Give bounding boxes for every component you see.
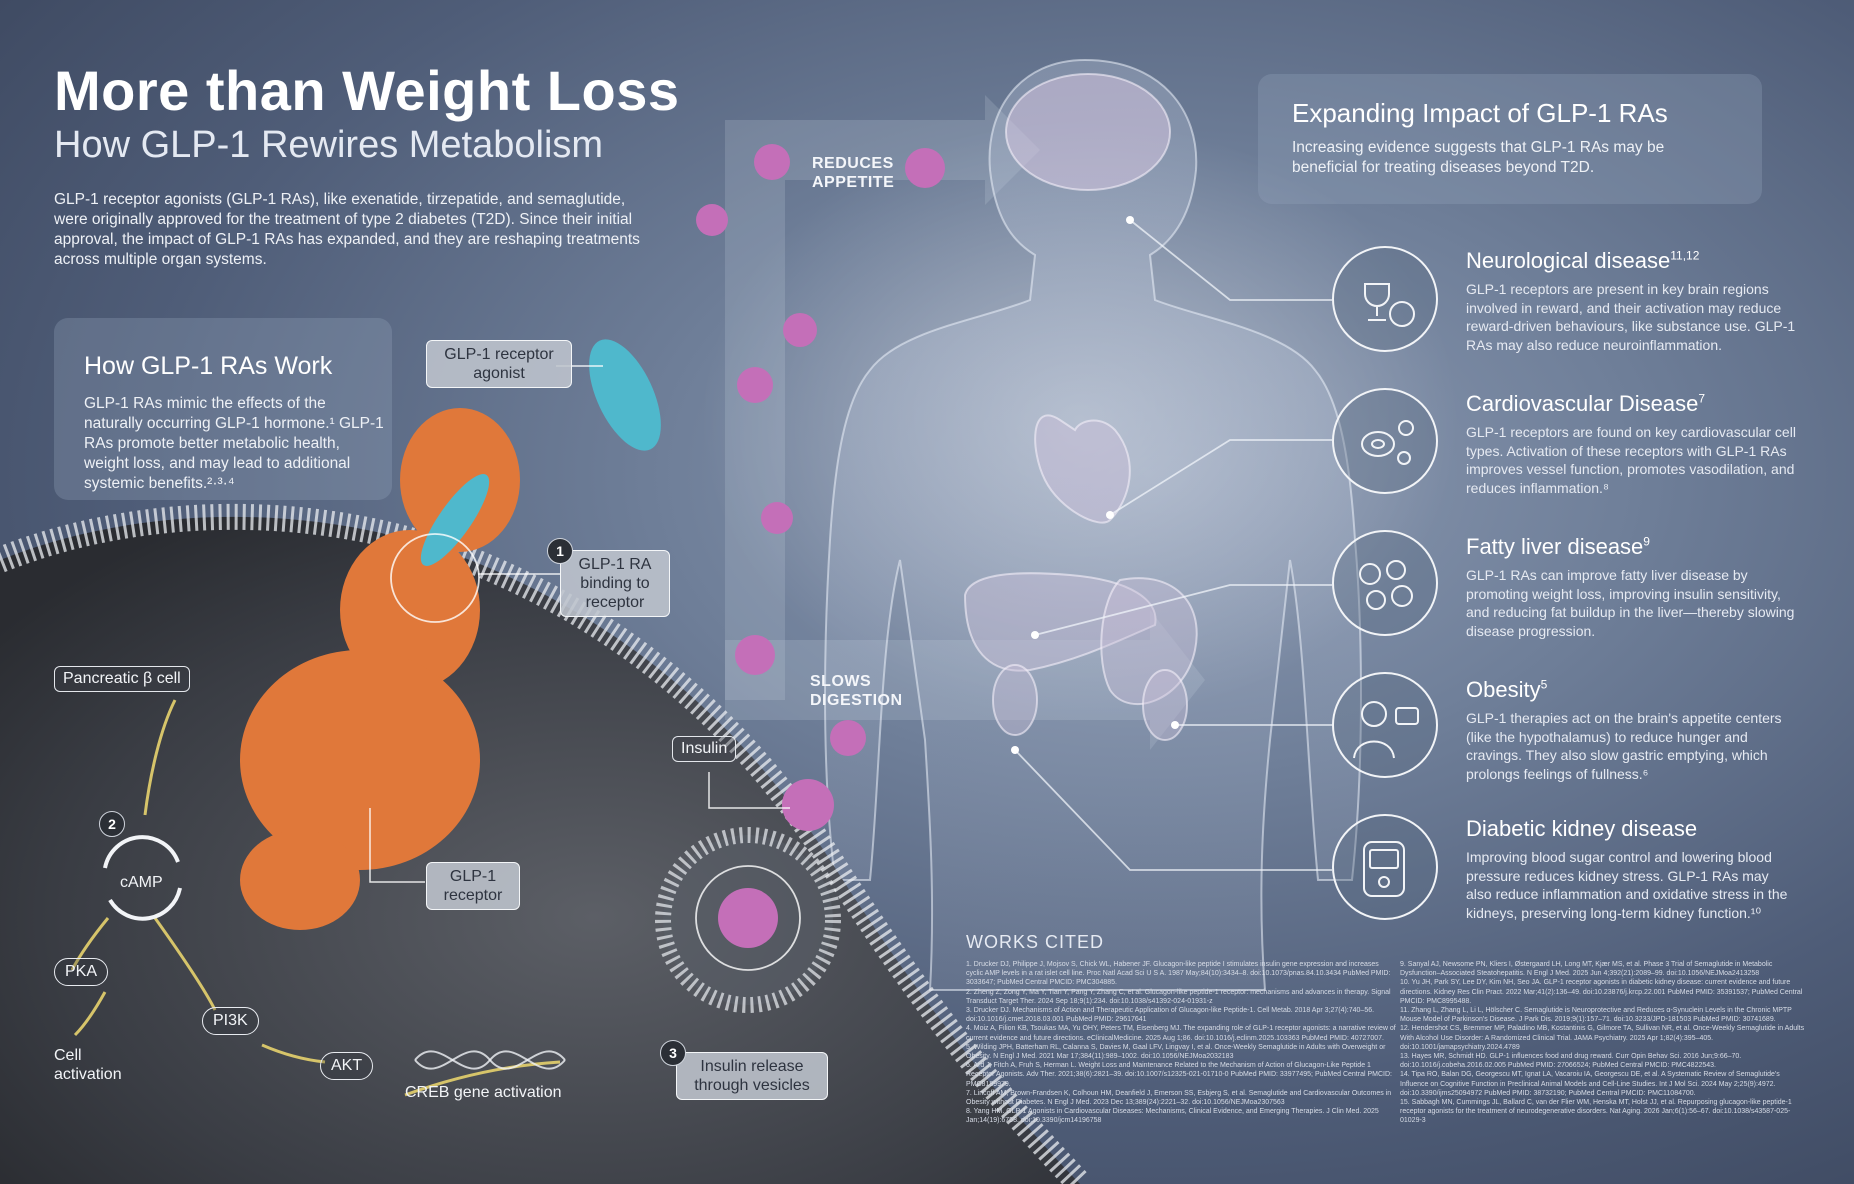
disease-card-obesity: Obesity5 GLP-1 therapies act on the brai… <box>1466 677 1796 783</box>
pka-label: PKA <box>54 958 109 986</box>
obesity-person-icon <box>1332 672 1438 778</box>
disease-card-kidney: Diabetic kidney disease Improving blood … <box>1466 816 1796 922</box>
disease-body: GLP-1 therapies act on the brain's appet… <box>1466 710 1782 782</box>
liver-cells-icon <box>1332 530 1438 636</box>
liver-shape <box>963 572 1157 672</box>
reward-brain-icon <box>1332 246 1438 352</box>
disease-title: Neurological disease11,12 <box>1466 248 1700 273</box>
expanding-impact-panel <box>1258 74 1762 204</box>
how-it-works-panel <box>54 318 392 500</box>
label-leaders <box>369 365 790 883</box>
reduces-appetite-label: REDUCES APPETITE <box>812 155 895 191</box>
pi3k-label: PI3K <box>202 1007 259 1035</box>
disease-title: Diabetic kidney disease <box>1466 816 1698 841</box>
step-2-badge: 2 <box>99 811 125 837</box>
works-cited-right: 9. Sanyal AJ, Newsome PN, Kliers I, Øste… <box>1400 961 1805 1125</box>
highlight-rings <box>390 533 801 971</box>
glucometer-icon <box>1332 814 1438 920</box>
glp1-receptor-protein <box>240 408 520 930</box>
agonist-label: GLP-1 receptor agonist <box>426 340 572 388</box>
camp-cycle <box>103 835 182 921</box>
expanding-impact-body: Increasing evidence suggests that GLP-1 … <box>1292 139 1665 176</box>
page-subtitle: How GLP-1 Rewires Metabolism <box>54 124 604 166</box>
human-body-outline <box>824 58 1362 991</box>
disease-title: Obesity5 <box>1466 677 1548 702</box>
disease-card-neurological: Neurological disease11,12 GLP-1 receptor… <box>1466 248 1796 354</box>
heart-shape <box>1034 414 1131 524</box>
intro-paragraph: GLP-1 receptor agonists (GLP-1 RAs), lik… <box>54 191 640 268</box>
how-it-works-heading: How GLP-1 RAs Work <box>84 352 333 380</box>
insulin-molecules <box>696 144 945 948</box>
akt-label: AKT <box>320 1052 374 1080</box>
expanding-impact-heading: Expanding Impact of GLP-1 RAs <box>1292 98 1668 128</box>
disease-body: GLP-1 receptors are found on key cardiov… <box>1466 424 1796 496</box>
signaling-arrows <box>70 699 561 1097</box>
connector-lines <box>1014 219 1332 871</box>
connector-dots <box>1011 216 1179 754</box>
page-title: More than Weight Loss <box>54 59 680 122</box>
step-3-badge: 3 <box>660 1040 686 1066</box>
disease-title: Cardiovascular Disease7 <box>1466 391 1706 416</box>
disease-card-fatty-liver: Fatty liver disease9 GLP-1 RAs can impro… <box>1466 534 1796 640</box>
disease-body: Improving blood sugar control and loweri… <box>1466 849 1788 921</box>
cell-activation-label: Cell activation <box>54 1047 122 1083</box>
slows-digestion-label: SLOWS DIGESTION <box>810 673 903 709</box>
step-1-badge: 1 <box>547 538 573 564</box>
works-cited-heading: WORKS CITED <box>966 932 1105 952</box>
works-cited-left: 1. Drucker DJ, Philippe J, Mojsov S, Chi… <box>966 961 1396 1125</box>
kidney-left <box>992 664 1038 736</box>
dna-helix-icon <box>414 1050 566 1070</box>
how-it-works-body: GLP-1 RAs mimic the effects of the natur… <box>84 395 384 492</box>
insulin-label: Insulin <box>672 736 737 762</box>
disease-body: GLP-1 RAs can improve fatty liver diseas… <box>1466 567 1795 639</box>
disease-title: Fatty liver disease9 <box>1466 534 1650 559</box>
camp-label: cAMP <box>120 874 163 891</box>
insulin-release-label: Insulin release through vesicles <box>676 1052 828 1100</box>
binding-label: GLP-1 RA binding to receptor <box>560 550 670 617</box>
glp1-agonist-molecule <box>420 339 661 566</box>
receptor-label: GLP-1 receptor <box>426 862 520 910</box>
disease-body: GLP-1 receptors are present in key brain… <box>1466 281 1796 353</box>
cell-membrane <box>0 503 1090 1184</box>
creb-label: CREB gene activation <box>405 1084 562 1101</box>
brain-shape <box>1005 73 1171 191</box>
heart-cells-icon <box>1332 388 1438 494</box>
kidney-right <box>1142 669 1188 741</box>
beta-cell-body <box>0 516 1080 1184</box>
beta-cell-label: Pancreatic β cell <box>54 666 190 692</box>
disease-card-cardiovascular: Cardiovascular Disease7 GLP-1 receptors … <box>1466 391 1796 497</box>
